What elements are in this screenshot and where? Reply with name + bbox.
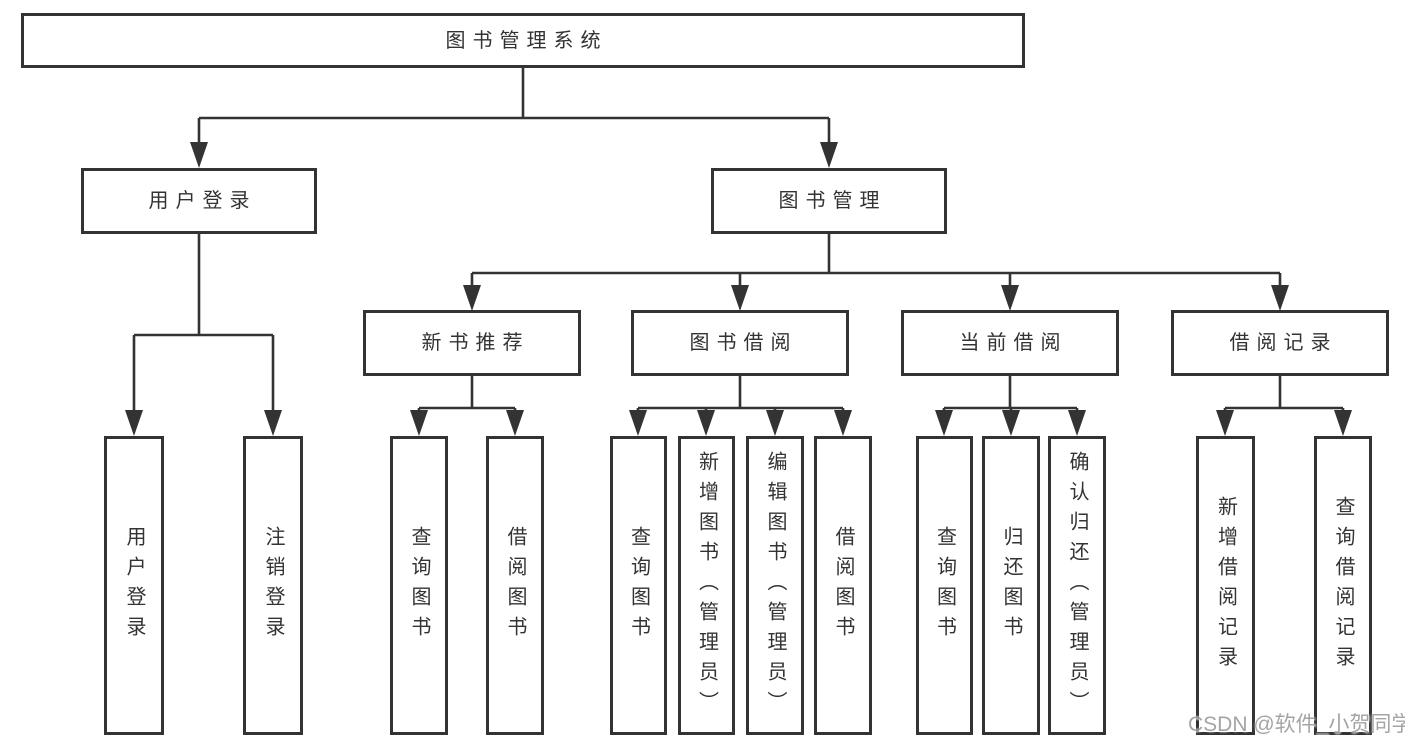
- leaf-br-add-record: 新增借阅记录: [1196, 436, 1255, 735]
- arrow-down-icon: [820, 142, 838, 168]
- leaf-cb-confirm-return-admin: 确认归还（管理员）: [1048, 436, 1106, 735]
- leaf-bb-query-books: 查询图书: [610, 436, 667, 735]
- connector-bookborrow-to-leaves: [629, 376, 852, 436]
- leaf-user-login: 用户登录: [104, 436, 164, 735]
- leaf-cb-query-books: 查询图书: [916, 436, 973, 735]
- arrow-down-icon: [1001, 285, 1019, 311]
- leaf-bb-edit-books-admin-label: 编辑图书（管理员）: [764, 450, 786, 721]
- leaf-bb-borrow-books-label: 借阅图书: [832, 525, 854, 646]
- arrow-down-icon: [1334, 410, 1352, 436]
- arrow-down-icon: [731, 285, 749, 311]
- node-current-borrow-label: 当前借阅: [959, 332, 1068, 354]
- watermark: CSDN @软件_小贺同学: [1188, 713, 1405, 736]
- leaf-cb-confirm-return-admin-label: 确认归还（管理员）: [1066, 450, 1088, 721]
- connector-userlogin-to-leaves: [125, 233, 282, 436]
- arrow-down-icon: [1271, 285, 1289, 311]
- node-borrow-records: 借阅记录: [1171, 310, 1389, 376]
- arrow-down-icon: [125, 410, 143, 436]
- leaf-logout: 注销登录: [243, 436, 303, 735]
- node-book-borrow-label: 图书借阅: [689, 332, 798, 354]
- leaf-bb-query-books-label: 查询图书: [627, 525, 650, 646]
- leaf-logout-label: 注销登录: [262, 525, 284, 646]
- arrow-down-icon: [629, 410, 647, 436]
- leaf-cb-return-books-label: 归还图书: [1000, 525, 1022, 646]
- arrow-down-icon: [935, 410, 953, 436]
- leaf-bb-add-books-admin-label: 新增图书（管理员）: [695, 450, 718, 721]
- arrow-down-icon: [463, 285, 481, 311]
- leaf-br-query-record: 查询借阅记录: [1314, 436, 1372, 735]
- node-borrow-records-label: 借阅记录: [1229, 332, 1338, 354]
- leaf-user-login-label: 用户登录: [123, 525, 145, 646]
- leaf-nbr-query-books: 查询图书: [390, 436, 448, 735]
- arrow-down-icon: [1216, 410, 1234, 436]
- connector-root-to-level1: [190, 68, 838, 168]
- leaf-br-add-record-label: 新增借阅记录: [1214, 495, 1237, 676]
- node-new-book-recommend: 新书推荐: [363, 310, 581, 376]
- leaf-br-query-record-label: 查询借阅记录: [1332, 495, 1354, 676]
- leaf-cb-return-books: 归还图书: [982, 436, 1040, 735]
- connector-bookmgmt-to-level2: [463, 234, 1289, 311]
- node-book-management: 图书管理: [711, 168, 947, 234]
- arrow-down-icon: [264, 410, 282, 436]
- node-book-borrow: 图书借阅: [631, 310, 849, 376]
- node-root: 图书管理系统: [21, 13, 1025, 68]
- leaf-nbr-borrow-books: 借阅图书: [486, 436, 544, 735]
- node-book-management-label: 图书管理: [778, 190, 887, 212]
- arrow-down-icon: [410, 410, 428, 436]
- node-user-login-label: 用户登录: [148, 190, 257, 212]
- arrow-down-icon: [190, 142, 208, 168]
- leaf-bb-borrow-books: 借阅图书: [814, 436, 872, 735]
- arrow-down-icon: [697, 410, 715, 436]
- node-current-borrow: 当前借阅: [901, 310, 1119, 376]
- leaf-bb-add-books-admin: 新增图书（管理员）: [678, 436, 735, 735]
- connector-borrowrecords-to-leaves: [1216, 376, 1352, 436]
- arrow-down-icon: [1002, 410, 1020, 436]
- leaf-bb-edit-books-admin: 编辑图书（管理员）: [746, 436, 804, 735]
- leaf-nbr-query-books-label: 查询图书: [408, 525, 430, 646]
- connector-newbookrec-to-leaves: [410, 376, 524, 436]
- arrow-down-icon: [766, 410, 784, 436]
- node-root-label: 图书管理系统: [445, 29, 608, 52]
- leaf-cb-query-books-label: 查询图书: [933, 525, 956, 646]
- node-new-book-recommend-label: 新书推荐: [421, 332, 530, 354]
- arrow-down-icon: [1068, 410, 1086, 436]
- node-user-login: 用户登录: [81, 168, 317, 234]
- connector-currentborrow-to-leaves: [935, 376, 1086, 436]
- arrow-down-icon: [506, 410, 524, 436]
- arrow-down-icon: [834, 410, 852, 436]
- leaf-nbr-borrow-books-label: 借阅图书: [504, 525, 526, 646]
